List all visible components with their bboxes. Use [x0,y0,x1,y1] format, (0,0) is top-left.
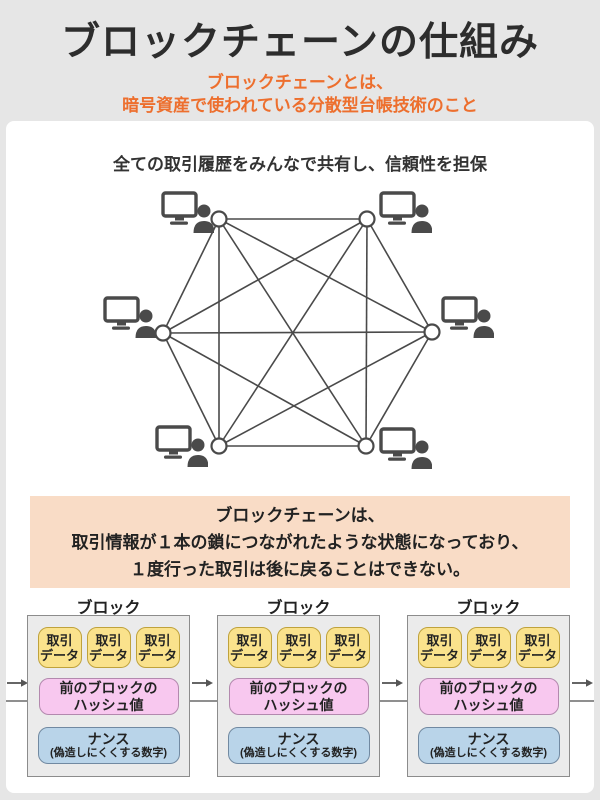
nonce-note: (偽造しにくくする数字) [49,747,168,759]
tx-label: 取引 [475,632,502,648]
tx-label: データ [419,647,459,663]
block-title: ブロック [76,600,141,617]
transaction-data-box: 取引データ [276,627,321,668]
transaction-data-box: 取引データ [227,627,272,668]
page-title: ブロックチェーンの仕組み [60,21,540,64]
nonce-label: ナンス [277,731,320,747]
transaction-data-box: 取引データ [466,627,511,668]
subtitle-line-1: ブロックチェーンとは、 [206,73,394,92]
network-heading: 全ての取引履歴をみんなで共有し、信頼性を担保 [113,155,487,174]
tx-label: 取引 [95,632,122,648]
transaction-row: 取引データ 取引データ 取引データ [408,627,569,668]
transaction-data-box: 取引データ [515,627,560,668]
transaction-data-box: 取引データ [86,627,131,668]
hash-label: ハッシュ値 [73,696,144,713]
computer-user-icon [160,190,215,234]
tx-label: データ [278,647,318,663]
block-1: 取引データ 取引データ 取引データ 前のブロックのハッシュ値 ナンス(偽造しにく… [27,615,190,777]
hash-label: ハッシュ値 [263,696,334,713]
tx-label: 取引 [236,632,263,648]
previous-hash-box: 前のブロックのハッシュ値 [228,678,369,715]
tx-label: 取引 [285,632,312,648]
tx-label: データ [88,647,128,663]
transaction-row: 取引データ 取引データ 取引データ [28,627,189,668]
block-title: ブロック [266,600,331,617]
computer-user-icon [102,295,157,339]
tx-label: 取引 [46,632,73,648]
transaction-row: 取引データ 取引データ 取引データ [218,627,379,668]
tx-label: データ [229,647,269,663]
hash-label: 前のブロックの [59,679,158,696]
subtitle-line-2: 暗号資産で使われている分散型台帳技術のこと [122,96,478,115]
right-arrow-icon [192,676,214,688]
transaction-data-box: 取引データ [37,627,82,668]
tx-label: データ [39,647,79,663]
tx-label: 取引 [334,632,361,648]
previous-hash-box: 前のブロックのハッシュ値 [418,678,559,715]
tx-label: データ [468,647,508,663]
hash-label: ハッシュ値 [453,696,524,713]
tx-label: データ [137,647,177,663]
tx-label: 取引 [426,632,453,648]
tx-label: 取引 [524,632,551,648]
nonce-label: ナンス [87,731,130,747]
tx-label: データ [327,647,367,663]
transaction-data-box: 取引データ [325,627,370,668]
callout-box: ブロックチェーンは、 取引情報が１本の鎖につながれたような状態になっており、 １… [30,496,570,588]
transaction-data-box: 取引データ [417,627,462,668]
right-arrow-icon [7,676,29,688]
network-diagram [154,210,441,455]
nonce-box: ナンス(偽造しにくくする数字) [37,727,180,764]
page-subtitle: ブロックチェーンとは、 暗号資産で使われている分散型台帳技術のこと [0,71,600,117]
block-3: 取引データ 取引データ 取引データ 前のブロックのハッシュ値 ナンス(偽造しにく… [407,615,570,777]
tx-label: 取引 [144,632,171,648]
computer-user-icon [440,295,495,339]
hash-label: 前のブロックの [249,679,348,696]
content-card: 全ての取引履歴をみんなで共有し、信頼性を担保 [6,121,594,793]
computer-user-icon [154,424,209,468]
tx-label: データ [517,647,557,663]
transaction-data-box: 取引データ [135,627,180,668]
computer-user-icon [378,190,433,234]
hash-label: 前のブロックの [439,679,538,696]
callout-line-1: ブロックチェーンは、 [215,505,385,525]
computer-user-icon [378,426,433,470]
nonce-box: ナンス(偽造しにくくする数字) [417,727,560,764]
nonce-label: ナンス [467,731,510,747]
block-title: ブロック [456,600,521,617]
block-2: 取引データ 取引データ 取引データ 前のブロックのハッシュ値 ナンス(偽造しにく… [217,615,380,777]
callout-line-3: １度行った取引は後に戻ることはできない。 [130,559,470,579]
nonce-note: (偽造しにくくする数字) [429,747,548,759]
nonce-note: (偽造しにくくする数字) [239,747,358,759]
right-arrow-icon [382,676,404,688]
right-arrow-icon [572,676,594,688]
nonce-box: ナンス(偽造しにくくする数字) [227,727,370,764]
callout-line-2: 取引情報が１本の鎖につながれたような状態になっており、 [71,532,529,552]
previous-hash-box: 前のブロックのハッシュ値 [38,678,179,715]
